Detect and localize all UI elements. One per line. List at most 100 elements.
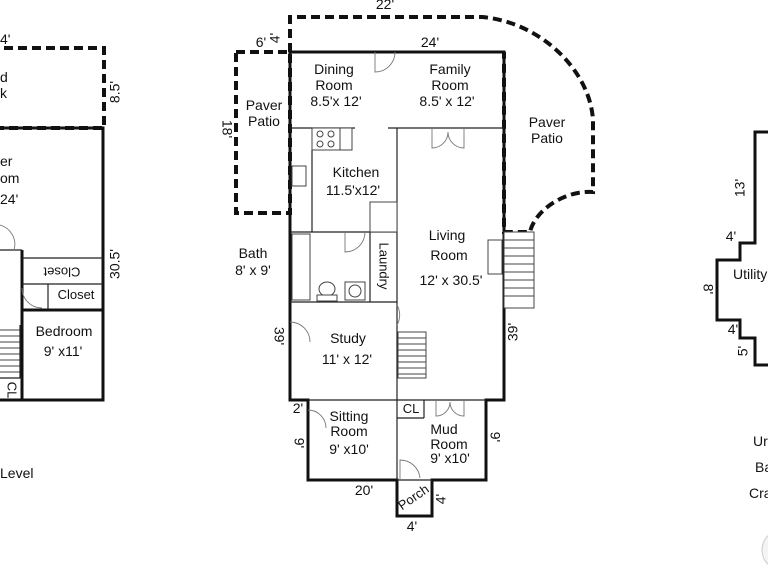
door-mud-1 — [435, 400, 451, 417]
porch-label: Porch — [395, 481, 431, 513]
left-partial-label-3: er — [0, 153, 13, 169]
right-partial-label-2: Ba — [755, 459, 768, 475]
paver-patio-right-label-1: Paver — [529, 114, 566, 130]
right-dim-4b: 4' — [728, 321, 738, 337]
dining-room-label-2: Room — [315, 77, 352, 93]
kitchen-size: 11.5'x12' — [326, 182, 380, 198]
stove-burner-3 — [316, 140, 324, 148]
left-deck-dashed — [0, 46, 106, 130]
left-exterior-wall — [0, 126, 105, 402]
sitting-room-label-1: Sitting — [330, 408, 369, 424]
left-dim-8-5: 8.5' — [107, 81, 123, 103]
toilet — [318, 281, 336, 297]
dim-left-9: 9' — [291, 438, 307, 448]
left-paver-patio-outline — [234, 50, 292, 215]
cl-main-label: CL — [403, 401, 420, 416]
living-room-size: 12' x 30.5' — [420, 272, 483, 288]
door-study — [289, 321, 311, 343]
left-closet-b-label: Closet — [58, 287, 95, 302]
right-paver-patio-outline — [288, 15, 595, 234]
dim-left-39: 39' — [271, 327, 287, 345]
door-mud-2 — [449, 400, 465, 417]
family-room-label-1: Family — [429, 61, 470, 77]
stove-burner-2 — [327, 130, 335, 138]
family-room-label-2: Room — [431, 77, 468, 93]
dim-top-22: 22' — [376, 0, 394, 12]
left-bedroom-size: 9' x11' — [44, 343, 83, 359]
toilet-tank — [316, 294, 338, 302]
dining-room-size: 8.5'x 12' — [310, 93, 361, 109]
bathtub — [291, 233, 311, 301]
kitchen-counter-top — [339, 127, 353, 151]
right-partial-label-3: Cra — [749, 485, 768, 501]
door-study-living — [396, 304, 401, 326]
dim-left-4: 4' — [267, 33, 283, 43]
left-partial-label-1: d — [0, 69, 8, 85]
stove-burner-1 — [316, 130, 324, 138]
main-floor-plan: Dining Room 8.5'x 12' Family Room 8.5' x… — [219, 0, 595, 534]
right-dim-4a: 4' — [726, 228, 736, 244]
dim-left-2: 2' — [293, 400, 303, 416]
left-dim-30-5: 30.5' — [107, 249, 123, 279]
left-partial-label-4: om — [0, 170, 19, 186]
right-dim-5: 5' — [735, 346, 751, 356]
sitting-room-label-2: Room — [330, 423, 367, 439]
dim-porch-4-right: 4' — [433, 494, 449, 504]
sitting-room-size: 9' x10' — [329, 441, 369, 457]
door-porch — [399, 459, 421, 480]
right-exterior-wall — [715, 130, 768, 367]
door-bath — [344, 231, 366, 253]
dim-left-6: 6' — [256, 34, 266, 50]
living-fireplace — [487, 239, 503, 275]
interior-stairs — [397, 331, 427, 379]
door-sitting — [307, 409, 327, 429]
living-room-label-2: Room — [430, 247, 467, 263]
paver-patio-right-label-2: Patio — [531, 130, 563, 146]
bath-label: Bath — [239, 245, 268, 261]
left-stairs — [0, 325, 21, 378]
dim-left-18: 18' — [219, 120, 235, 138]
right-utility-label: Utility — [733, 266, 767, 282]
paver-patio-left-label-1: Paver — [246, 97, 283, 113]
left-partial-label-2: k — [0, 85, 8, 101]
left-level-label: Level — [0, 465, 33, 481]
bath-sink — [344, 281, 366, 301]
exterior-stairs — [503, 231, 535, 309]
laundry-label: Laundry — [377, 243, 392, 290]
left-closet-a-label: Closet — [43, 265, 80, 280]
dim-bottom-20: 20' — [355, 482, 373, 498]
bath-size: 8' x 9' — [235, 262, 271, 278]
paver-patio-left-label-2: Patio — [248, 113, 280, 129]
door-family-living-2 — [447, 128, 465, 149]
kitchen-fridge — [369, 201, 398, 233]
right-dim-8: 8' — [700, 284, 716, 294]
stove-burner-4 — [327, 140, 335, 148]
left-door-swing-bedroom — [21, 287, 43, 309]
door-dining — [374, 51, 396, 73]
kitchen-sink — [291, 165, 307, 187]
dim-right-9: 9' — [487, 432, 503, 442]
dim-porch-4-bottom: 4' — [407, 518, 417, 534]
dim-right-39: 39' — [505, 323, 521, 341]
mud-room-label-1: Mud — [430, 421, 457, 437]
left-cl-label: CL — [5, 382, 20, 399]
dining-room-label-1: Dining — [314, 61, 354, 77]
kitchen-label: Kitchen — [333, 164, 380, 180]
study-label: Study — [330, 330, 366, 346]
door-family-living-1 — [431, 128, 449, 149]
dim-top-24: 24' — [421, 34, 439, 50]
left-door-swing — [0, 224, 16, 251]
right-partial-label-1: Ur — [753, 433, 768, 449]
study-size: 11' x 12' — [322, 351, 372, 367]
bath-sink-basin — [348, 284, 362, 298]
right-dim-13: 13' — [732, 179, 748, 197]
right-corner-badge — [761, 535, 768, 565]
family-room-size: 8.5' x 12' — [419, 93, 474, 109]
mud-room-size: 9' x10' — [430, 450, 470, 466]
left-bedroom-label: Bedroom — [36, 323, 93, 339]
mud-room-label-2: Room — [430, 436, 467, 452]
left-partial-label-5: 24' — [0, 191, 18, 207]
right-floor-plan: Utility 13' 4' 8' 4' 5' Ur Ba Cra — [700, 130, 768, 565]
left-dim-4: 4' — [0, 31, 10, 47]
